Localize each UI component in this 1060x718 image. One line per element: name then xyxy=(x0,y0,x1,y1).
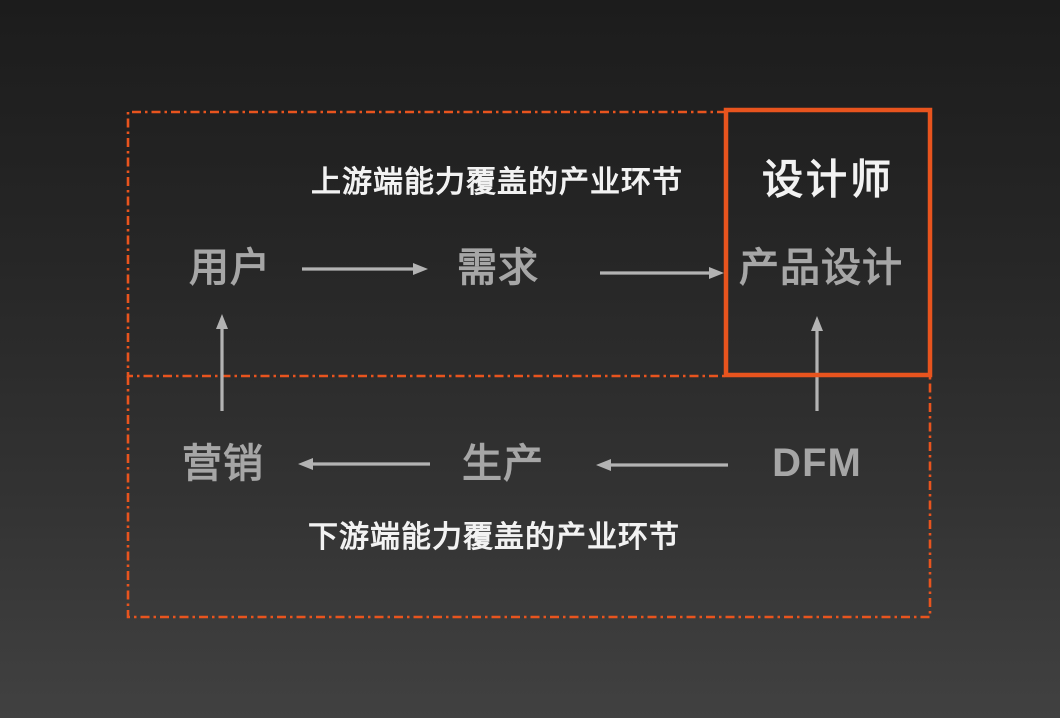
upstream-region-label: 上游端能力覆盖的产业环节 xyxy=(311,166,683,199)
node-product-design: 产品设计 xyxy=(739,246,903,290)
node-user: 用户 xyxy=(189,246,271,290)
designer-box-border xyxy=(723,107,933,378)
designer-box-title: 设计师 xyxy=(762,156,894,203)
downstream-region-border xyxy=(126,376,932,619)
downstream-region-label: 下游端能力覆盖的产业环节 xyxy=(308,521,680,554)
node-demand: 需求 xyxy=(457,246,539,290)
node-production: 生产 xyxy=(462,442,544,486)
node-dfm: DFM xyxy=(772,441,862,485)
node-marketing: 营销 xyxy=(182,442,264,486)
upstream-region-border xyxy=(126,110,726,378)
